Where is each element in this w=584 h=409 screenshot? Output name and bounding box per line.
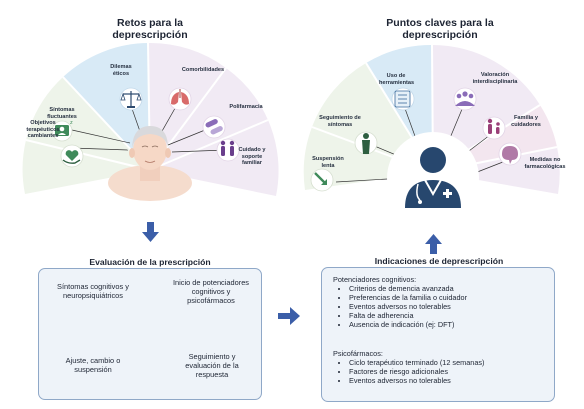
list-item: Falta de adherencia: [349, 311, 553, 320]
group-list: Criterios de demencia avanzada Preferenc…: [333, 284, 553, 329]
descending-arrow-icon: [310, 168, 334, 192]
segment-medidas: [433, 147, 560, 194]
right-title-line2: deprescripción: [402, 29, 478, 41]
label-polifarmacia: Polifarmacia: [229, 104, 263, 110]
left-title-line1: Retos para la: [117, 17, 183, 29]
label-seguimiento: Seguimiento de síntomas: [319, 115, 361, 128]
list-item: Preferencias de la familia o cuidador: [349, 293, 553, 302]
label-comorbilidades: Comorbilidades: [181, 67, 225, 73]
family-icon: [482, 116, 506, 140]
flow-arrows: [142, 222, 442, 325]
left-title: Retos para la deprescripción: [90, 17, 210, 41]
list-item: Eventos adversos no tolerables: [349, 376, 553, 385]
indicaciones-box: [321, 267, 555, 402]
arrow-up-right: [425, 234, 442, 254]
right-title-line1: Puntos claves para la: [386, 17, 494, 29]
list-item: Criterios de demencia avanzada: [349, 284, 553, 293]
node-ajuste: Ajuste, cambio o suspensión: [65, 356, 121, 374]
elderly-patient-illustration: [108, 126, 192, 201]
arrow-right-middle: [278, 307, 300, 325]
list-item: Ausencia de indicación (ej: DFT): [349, 320, 553, 329]
svg-text:z: z: [70, 120, 73, 126]
label-medidas: Medidas no farmacológicas: [524, 157, 566, 170]
group-potenciadores: Potenciadores cognitivos: Criterios de d…: [333, 275, 553, 330]
lungs-icon: [168, 87, 192, 111]
label-sintomas: Síntomas fluctuantes: [47, 107, 77, 120]
label-familia: Familia y cuidadores: [511, 115, 541, 128]
team-icon: [453, 87, 477, 111]
family-icon: [216, 138, 240, 162]
doctor-icon: [387, 132, 479, 224]
group-psicofarmacos: Psicofármacos: Ciclo terapéutico termina…: [333, 349, 553, 385]
segment-dilemas: [63, 43, 150, 170]
scales-icon: [119, 87, 143, 111]
list-item: Ciclo terapéutico terminado (12 semanas): [349, 358, 553, 367]
evaluacion-title: Evaluación de la prescripción: [89, 257, 211, 267]
patient-monitor-icon: z: [51, 120, 73, 142]
indicaciones-title: Indicaciones de deprescripción: [374, 256, 504, 266]
evaluacion-box: [38, 268, 262, 400]
node-inicio: Inicio de potenciadores cognitivos y psi…: [172, 278, 249, 305]
label-valoracion: Valoración interdisciplinaria: [472, 72, 518, 85]
pills-icon: [202, 115, 226, 139]
group-heading: Potenciadores cognitivos:: [333, 275, 417, 284]
brain-icon: [498, 142, 522, 166]
label-suspension: Suspensión lenta: [312, 156, 344, 169]
node-seguimiento: Seguimiento y evaluación de la respuesta: [185, 352, 239, 379]
left-title-line2: deprescripción: [112, 29, 188, 41]
node-sintomas: Síntomas cognitivos y neuropsiquiátricos: [57, 282, 129, 300]
label-cuidado: Cuidado y soporte familiar: [238, 147, 266, 166]
label-dilemas: Dilemas éticos: [110, 64, 132, 77]
group-list: Ciclo terapéutico terminado (12 semanas)…: [333, 358, 553, 385]
group-heading: Psicofármacos:: [333, 349, 383, 358]
heart-hand-icon: [60, 144, 84, 168]
segment-cuidado: [150, 120, 279, 196]
thinking-person-icon: [354, 131, 378, 155]
label-herramientas: Uso de herramientas: [379, 73, 415, 86]
arrow-down-left: [142, 222, 159, 242]
list-item: Factores de riesgo adicionales: [349, 367, 553, 376]
segment-objetivos: [22, 140, 151, 194]
checklist-icon: [391, 87, 415, 111]
right-title: Puntos claves para la deprescripción: [370, 17, 510, 41]
list-item: Eventos adversos no tolerables: [349, 302, 553, 311]
label-objetivos: Objetivos terapéuticos cambiantes: [26, 120, 60, 139]
